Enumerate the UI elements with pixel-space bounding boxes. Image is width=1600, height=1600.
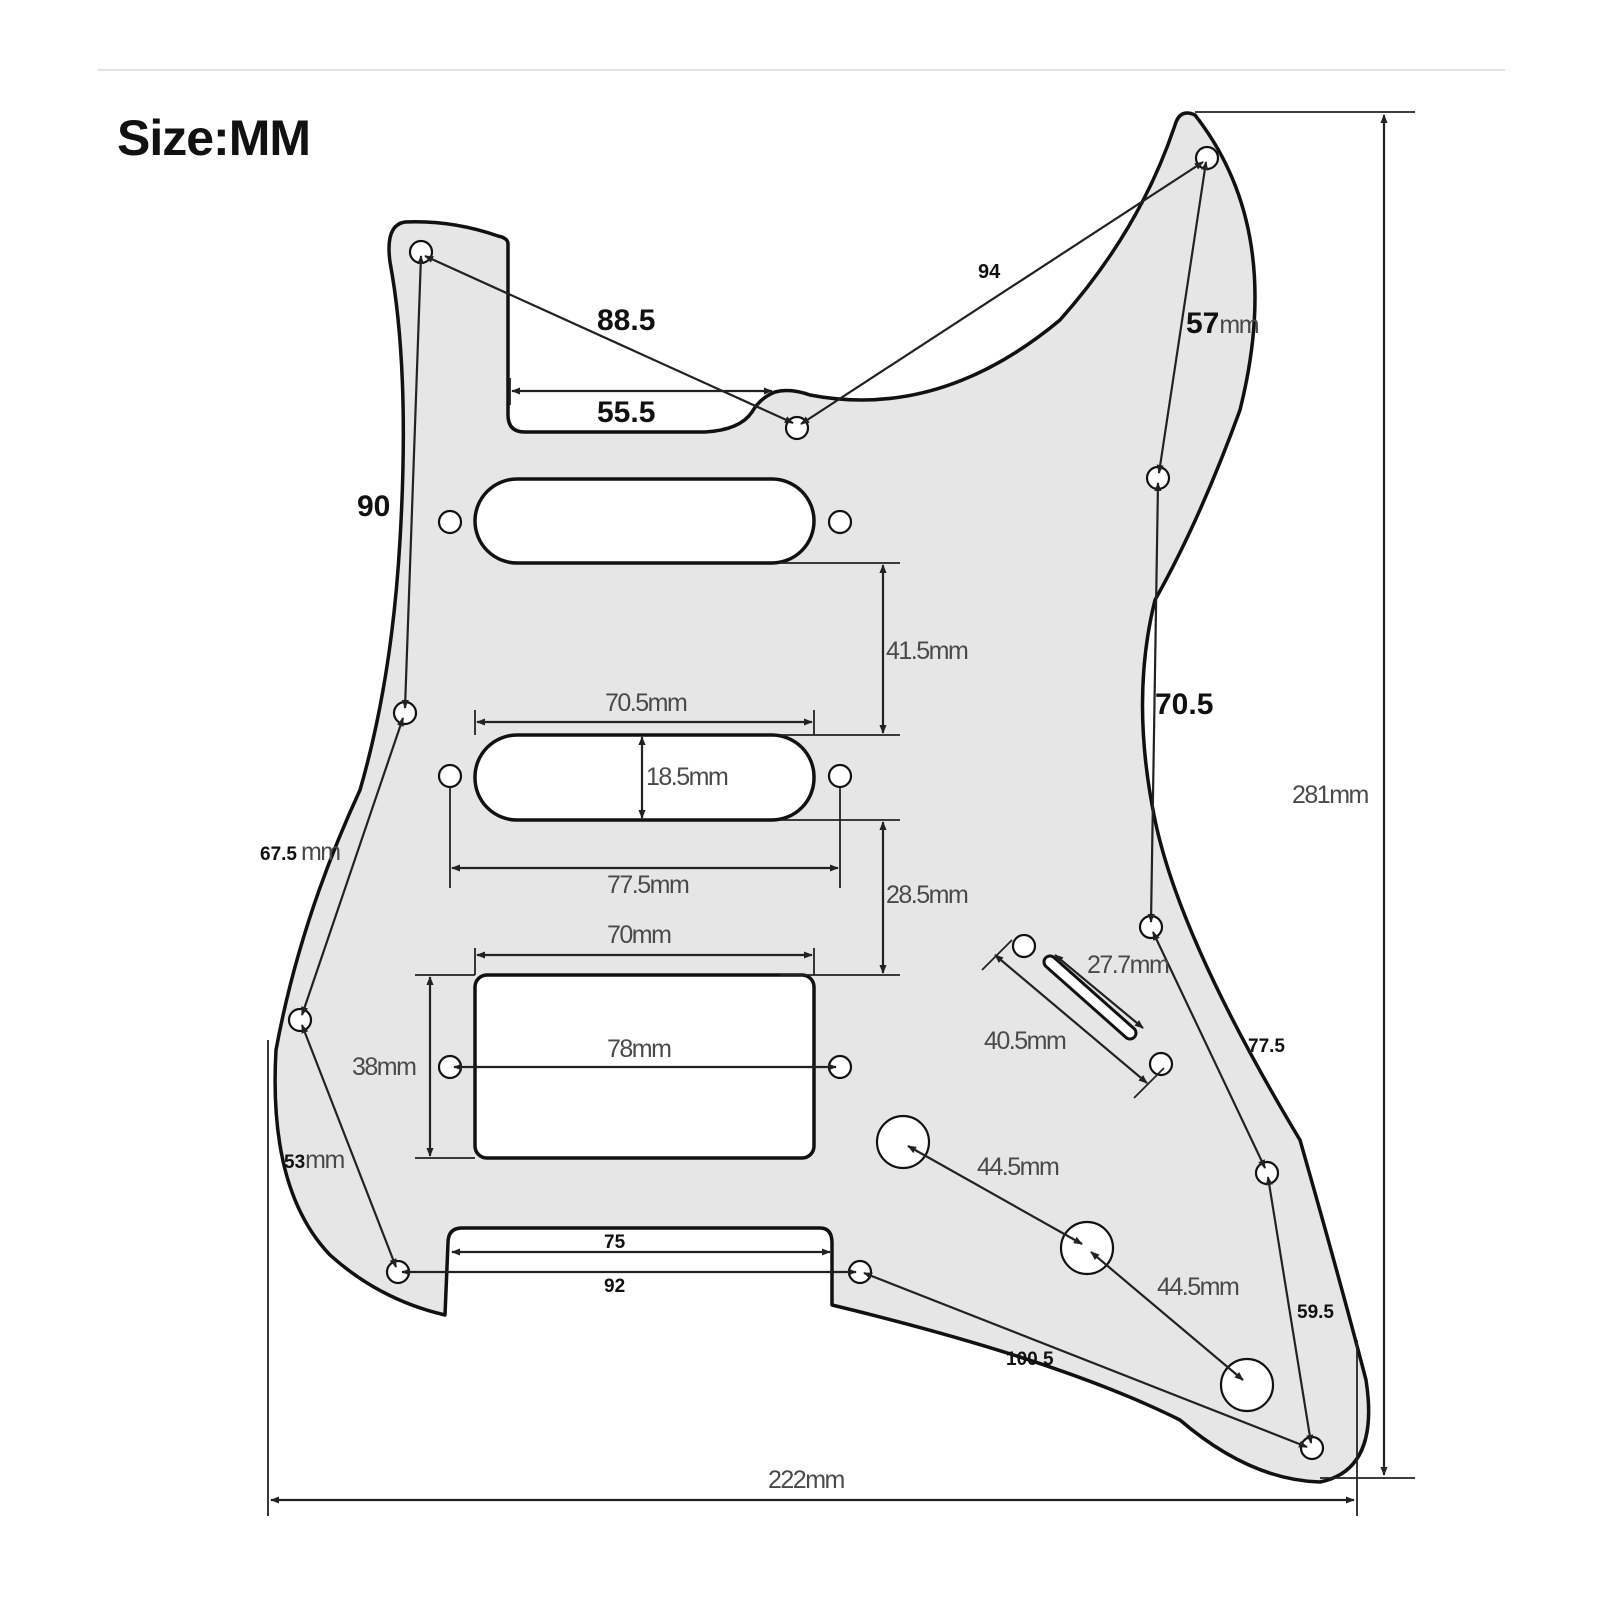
tone-pot-hole-1 [1059,1220,1115,1276]
dim-line-57 [1156,161,1209,474]
dim-line-77-5-right [1152,931,1266,1169]
pickup-screw-hole [827,509,853,535]
label-40-5: 40.5mm [984,1027,1066,1055]
label-70mm: 70mm [607,921,671,949]
mounting-screw-hole [1254,1160,1280,1186]
label-70-5-right: 70.5 [1155,688,1213,721]
label-222: 222mm [768,1466,845,1494]
label-27-7: 27.7mm [1087,951,1169,979]
label-77-5mm: 77.5mm [607,871,689,899]
label-57: 57mm [1186,307,1259,340]
dim-line-53 [300,1024,398,1268]
switch-screw-hole [1011,933,1037,959]
label-70-5mm: 70.5mm [605,689,687,717]
label-53: 53mm [284,1146,344,1174]
neck-pickup-cutout [473,477,816,565]
label-78: 78mm [607,1035,671,1063]
label-38: 38mm [352,1053,416,1081]
label-281: 281mm [1292,781,1369,809]
pickup-screw-hole [437,509,463,535]
dim-line-88-5 [424,254,794,425]
label-41-5: 41.5mm [886,637,968,665]
pickup-screw-hole [827,763,853,789]
label-94: 94 [978,261,1001,283]
label-59-5: 59.5 [1297,1302,1334,1323]
label-92: 92 [604,1276,625,1297]
dim-line-70-5-right [1147,482,1162,923]
dim-line-94 [800,161,1204,425]
dim-line-44-5-a [907,1145,1083,1245]
page-title: Size:MM [117,110,310,166]
dim-line-67-5 [300,717,405,1016]
label-18-5: 18.5mm [646,763,728,791]
middle-pickup-cutout [473,733,816,822]
dim-line-90 [401,255,425,709]
pickup-screw-hole [437,763,463,789]
label-44-5-b: 44.5mm [1157,1273,1239,1301]
label-90: 90 [357,490,390,523]
mounting-screw-hole [287,1007,313,1033]
label-75: 75 [604,1232,626,1253]
label-55-5: 55.5 [597,396,655,429]
mounting-screw-hole [1299,1435,1325,1461]
label-100-5: 100.5 [1006,1349,1054,1370]
label-88-5: 88.5 [597,304,655,337]
dim-line-40-5 [994,954,1148,1084]
label-44-5-a: 44.5mm [977,1153,1059,1181]
volume-pot-hole [875,1114,931,1170]
dim-line-100-5 [863,1271,1308,1449]
label-77-5-right: 77.5 [1248,1036,1285,1057]
label-28-5: 28.5mm [886,881,968,909]
